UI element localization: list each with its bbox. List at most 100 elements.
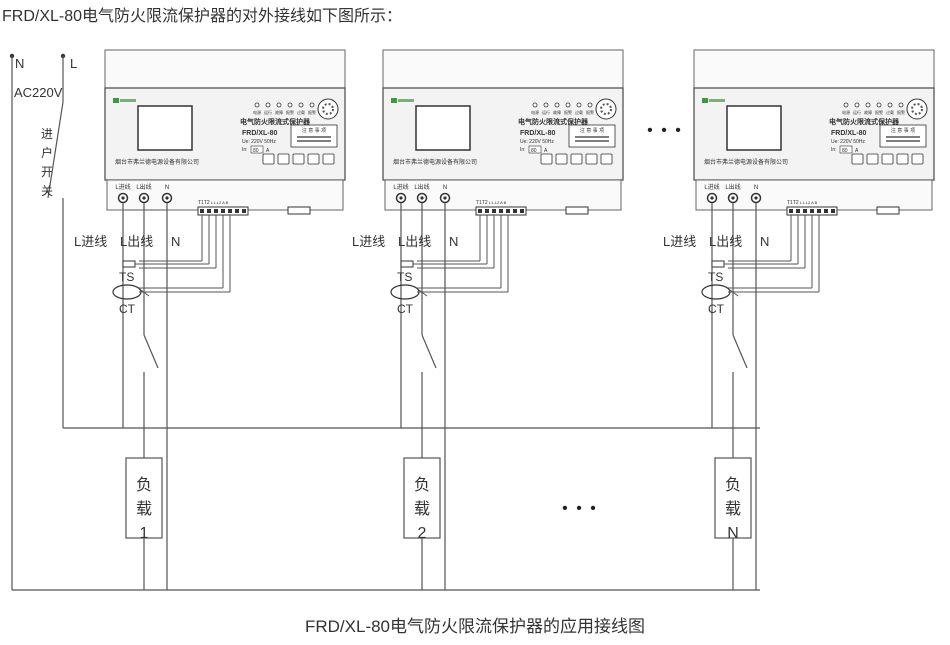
device-current-prefix: In: [831, 147, 837, 153]
rs485-port [565, 206, 589, 215]
terminal-label-right: T1T2 [476, 200, 488, 206]
panel-button [866, 153, 879, 165]
indicator-label: 故障 [275, 109, 283, 115]
terminal-label-l-in: L进线 [393, 183, 408, 191]
indicator-label: 报警 [286, 109, 294, 115]
rs485-port [287, 206, 311, 215]
brand-logo-text [120, 99, 136, 102]
ct-label: CT [397, 302, 414, 316]
device-rating: Ue: 220V 50Hz [242, 139, 276, 145]
signal-terminal-pin [513, 209, 517, 213]
indicator-led [543, 102, 549, 108]
diagram-heading: FRD/XL-80电气防火限流保护器的对外接线如下图所示： [2, 8, 403, 25]
indicator-label: 运行 [542, 109, 550, 115]
screw-terminal-center [420, 196, 424, 200]
device-title: 电气防火限流式保护器 [829, 117, 900, 126]
wire-label-n: N [760, 234, 769, 249]
indicator-led [276, 102, 282, 108]
branch-switch-blade [143, 334, 159, 369]
indicator-label: 报警 [586, 109, 594, 115]
terminal-label-right-sub: L1-L2 A B [211, 200, 229, 205]
device-current-value: 80 [842, 148, 848, 154]
terminal-label-l-in: L进线 [704, 183, 719, 191]
lcd-display [726, 105, 782, 151]
brand-logo-icon [702, 98, 708, 103]
speaker-icon [906, 98, 928, 120]
panel-button [570, 153, 583, 165]
indicator-label: 电源 [253, 109, 261, 115]
load-label-char: 2 [418, 525, 427, 542]
signal-terminal-pin [817, 209, 821, 213]
indicator-led [287, 102, 293, 108]
indicator-led [587, 102, 593, 108]
terminal-label-n: N [165, 185, 169, 191]
power-supply: N L AC220V 进 户 开 关 [9, 53, 760, 591]
screw-terminal-center [121, 196, 125, 200]
signal-terminal-pin [810, 209, 814, 213]
screw-terminal-center [142, 196, 146, 200]
indicator-label: 报警 [875, 109, 883, 115]
coil-lead [729, 289, 739, 297]
notice-title: 注 意 事 项 [580, 127, 604, 134]
panel-button [277, 153, 290, 165]
signal-terminal-pin [803, 209, 807, 213]
coil-lead [140, 289, 150, 297]
supply-l-label: L [70, 56, 77, 71]
indicator-led [865, 102, 871, 108]
ts-label: TS [397, 270, 412, 284]
device-current-value: 80 [531, 148, 537, 154]
terminal-label-l-in: L进线 [115, 183, 130, 191]
panel-button [307, 153, 320, 165]
brand-logo-text [709, 99, 725, 102]
company-name: 烟台市弗兰德电源设备有限公司 [115, 158, 199, 166]
indicator-label: 故障 [553, 109, 561, 115]
signal-terminal-pin [824, 209, 828, 213]
company-name: 烟台市弗兰德电源设备有限公司 [393, 158, 477, 166]
load-label-char: 载 [414, 500, 430, 518]
signal-terminal-pin [242, 209, 246, 213]
load-label-char: 载 [725, 500, 741, 518]
terminal-label-l-out: L出线 [414, 183, 429, 191]
indicator-led [265, 102, 271, 108]
main-switch-blade [47, 101, 64, 199]
indicator-led [898, 102, 904, 108]
protector-unit: 电源运行故障报警过载报警电气防火限流式保护器FRD/XL-80Ue: 220V … [663, 49, 935, 590]
indicator-leds: 电源运行故障报警过载报警 [842, 102, 905, 115]
switch-char: 关 [41, 184, 53, 198]
current-transformer-coil [390, 284, 420, 300]
terminal-label-l-out: L出线 [725, 183, 740, 191]
signal-terminal-pin [796, 209, 800, 213]
branch-switch-blade [732, 334, 748, 369]
indicator-label: 报警 [308, 109, 316, 115]
current-transformer-coil [112, 284, 142, 300]
signal-terminal-pin [506, 209, 510, 213]
load-box [403, 457, 441, 539]
device-title: 电气防火限流式保护器 [518, 117, 589, 126]
protector-unit: 电源运行故障报警过载报警电气防火限流式保护器FRD/XL-80Ue: 220V … [74, 49, 346, 590]
brand-logo-icon [391, 98, 397, 103]
load-box [714, 457, 752, 539]
indicator-leds: 电源运行故障报警过载报警 [253, 102, 316, 115]
wire-label-l-out: L出线 [398, 234, 431, 249]
speaker-grille-icon [322, 103, 334, 115]
device-rating: Ue: 220V 50Hz [831, 139, 865, 145]
device-current-unit: A [855, 148, 859, 154]
signal-terminal-pin [200, 209, 204, 213]
current-value-box [528, 145, 542, 154]
wire-label-l-in: L进线 [74, 234, 107, 249]
indicator-label: 电源 [531, 109, 539, 115]
signal-terminal-pin [520, 209, 524, 213]
terminal-label-right: T1T2 [787, 200, 799, 206]
signal-terminal-pin [478, 209, 482, 213]
device-top-cover [382, 49, 624, 89]
screw-terminal-center [754, 196, 758, 200]
load-label-char: 负 [136, 476, 152, 494]
signal-terminal-pin [207, 209, 211, 213]
panel-button [262, 153, 275, 165]
panel-button [555, 153, 568, 165]
signal-terminal-pin [485, 209, 489, 213]
indicator-led [554, 102, 560, 108]
current-transformer-coil [701, 284, 731, 300]
screw-terminal-center [399, 196, 403, 200]
